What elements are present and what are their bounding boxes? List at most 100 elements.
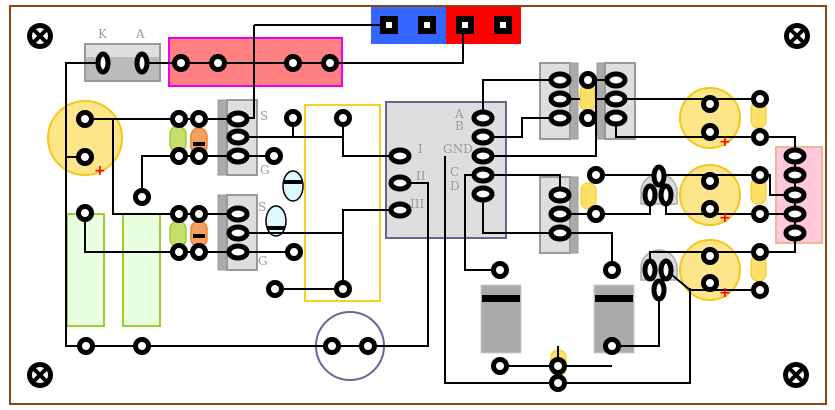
mosfet-1-label-s: S — [260, 109, 268, 123]
resistor-orange-1-band — [193, 142, 205, 146]
solder-pad — [751, 281, 769, 299]
solder-pad — [603, 337, 621, 355]
solder-pad — [783, 166, 807, 184]
solder-pad — [587, 166, 605, 184]
ic-label-d: D — [450, 179, 460, 193]
solder-pad — [658, 258, 674, 282]
pad-hole — [386, 22, 392, 28]
solder-pad — [579, 109, 597, 127]
pad-hole — [462, 22, 468, 28]
solder-pad — [751, 90, 769, 108]
trace — [342, 118, 400, 157]
solder-pad — [491, 261, 509, 279]
solder-pad — [284, 54, 302, 72]
small-cap-2 — [580, 182, 597, 210]
solder-pad — [226, 224, 250, 242]
diode-small-1 — [282, 170, 304, 202]
solder-pad — [170, 147, 188, 165]
solder-pad — [701, 274, 719, 292]
electrolytic-cap-r2 — [679, 164, 741, 226]
solder-pad — [226, 205, 250, 223]
solder-pad — [76, 204, 94, 222]
solder-pad — [77, 337, 95, 355]
trace — [665, 269, 760, 291]
power-resistor-2-band — [595, 295, 633, 302]
solder-pad — [133, 188, 151, 206]
mosfet-2-label-s: S — [258, 200, 266, 214]
trace — [482, 79, 560, 118]
trace — [483, 117, 560, 138]
solder-pad — [190, 243, 208, 261]
solder-pad — [226, 243, 250, 261]
polarity-mark-r2: + — [719, 210, 731, 226]
solder-pad — [284, 109, 302, 127]
solder-pad — [388, 201, 412, 219]
electrolytic-cap-r1 — [679, 87, 741, 149]
solder-pad — [321, 54, 339, 72]
solder-pad — [265, 147, 283, 165]
circle-x-icon — [783, 362, 809, 388]
trace — [65, 62, 368, 347]
circle-x-icon — [27, 23, 53, 49]
solder-pad — [134, 51, 150, 75]
solder-pad — [471, 109, 495, 127]
film-cap-2 — [122, 213, 161, 327]
solder-pad — [226, 147, 250, 165]
solder-pad — [359, 337, 377, 355]
solder-pad — [471, 166, 495, 184]
solder-pad — [651, 164, 667, 188]
solder-pad — [701, 247, 719, 265]
solder-pad — [95, 51, 111, 75]
solder-pad — [388, 174, 412, 192]
solder-pad — [226, 128, 250, 146]
solder-pad — [603, 261, 621, 279]
trace — [84, 213, 294, 253]
solder-pad — [783, 147, 807, 165]
ic-label-i: I — [418, 142, 423, 156]
ic-label-a: A — [454, 107, 464, 121]
trace — [238, 209, 400, 234]
solder-pad — [651, 278, 667, 302]
solder-pad — [783, 224, 807, 242]
solder-pad — [548, 90, 572, 108]
solder-pad — [751, 243, 769, 261]
circle-x-icon — [27, 362, 53, 388]
ic-label-c: C — [450, 165, 459, 179]
solder-pad — [548, 109, 572, 127]
solder-pad — [604, 71, 628, 89]
solder-pad — [388, 147, 412, 165]
solder-pad — [334, 109, 352, 127]
polarity-mark-r3: + — [719, 285, 731, 301]
solder-pad — [751, 205, 769, 223]
solder-pad — [170, 243, 188, 261]
solder-pad — [133, 337, 151, 355]
polarity-mark-left: + — [94, 163, 106, 179]
solder-pad — [76, 148, 94, 166]
trace — [293, 25, 464, 64]
polarity-mark-r1: + — [719, 134, 731, 150]
solder-pad — [783, 186, 807, 204]
solder-pad — [642, 258, 658, 282]
solder-pad — [76, 110, 94, 128]
solder-pad — [266, 280, 284, 298]
solder-pad — [190, 110, 208, 128]
ic-label-iii: III — [410, 197, 424, 211]
solder-pad — [783, 205, 807, 223]
solder-pad — [334, 280, 352, 298]
solder-pad — [604, 90, 628, 108]
solder-pad — [172, 54, 190, 72]
solder-pad — [471, 185, 495, 203]
solder-pad — [751, 166, 769, 184]
diode-label-k: K — [98, 27, 108, 41]
resistor-orange-2-band — [193, 234, 205, 238]
solder-pad — [209, 54, 227, 72]
trace — [612, 290, 660, 347]
heatsink-zone — [304, 104, 381, 302]
solder-pad — [548, 224, 572, 242]
diode-small-1-band — [284, 180, 302, 184]
solder-pad — [471, 128, 495, 146]
solder-pad — [549, 374, 567, 392]
solder-pad — [548, 71, 572, 89]
diode-band — [86, 45, 159, 57]
solder-pad — [701, 200, 719, 218]
